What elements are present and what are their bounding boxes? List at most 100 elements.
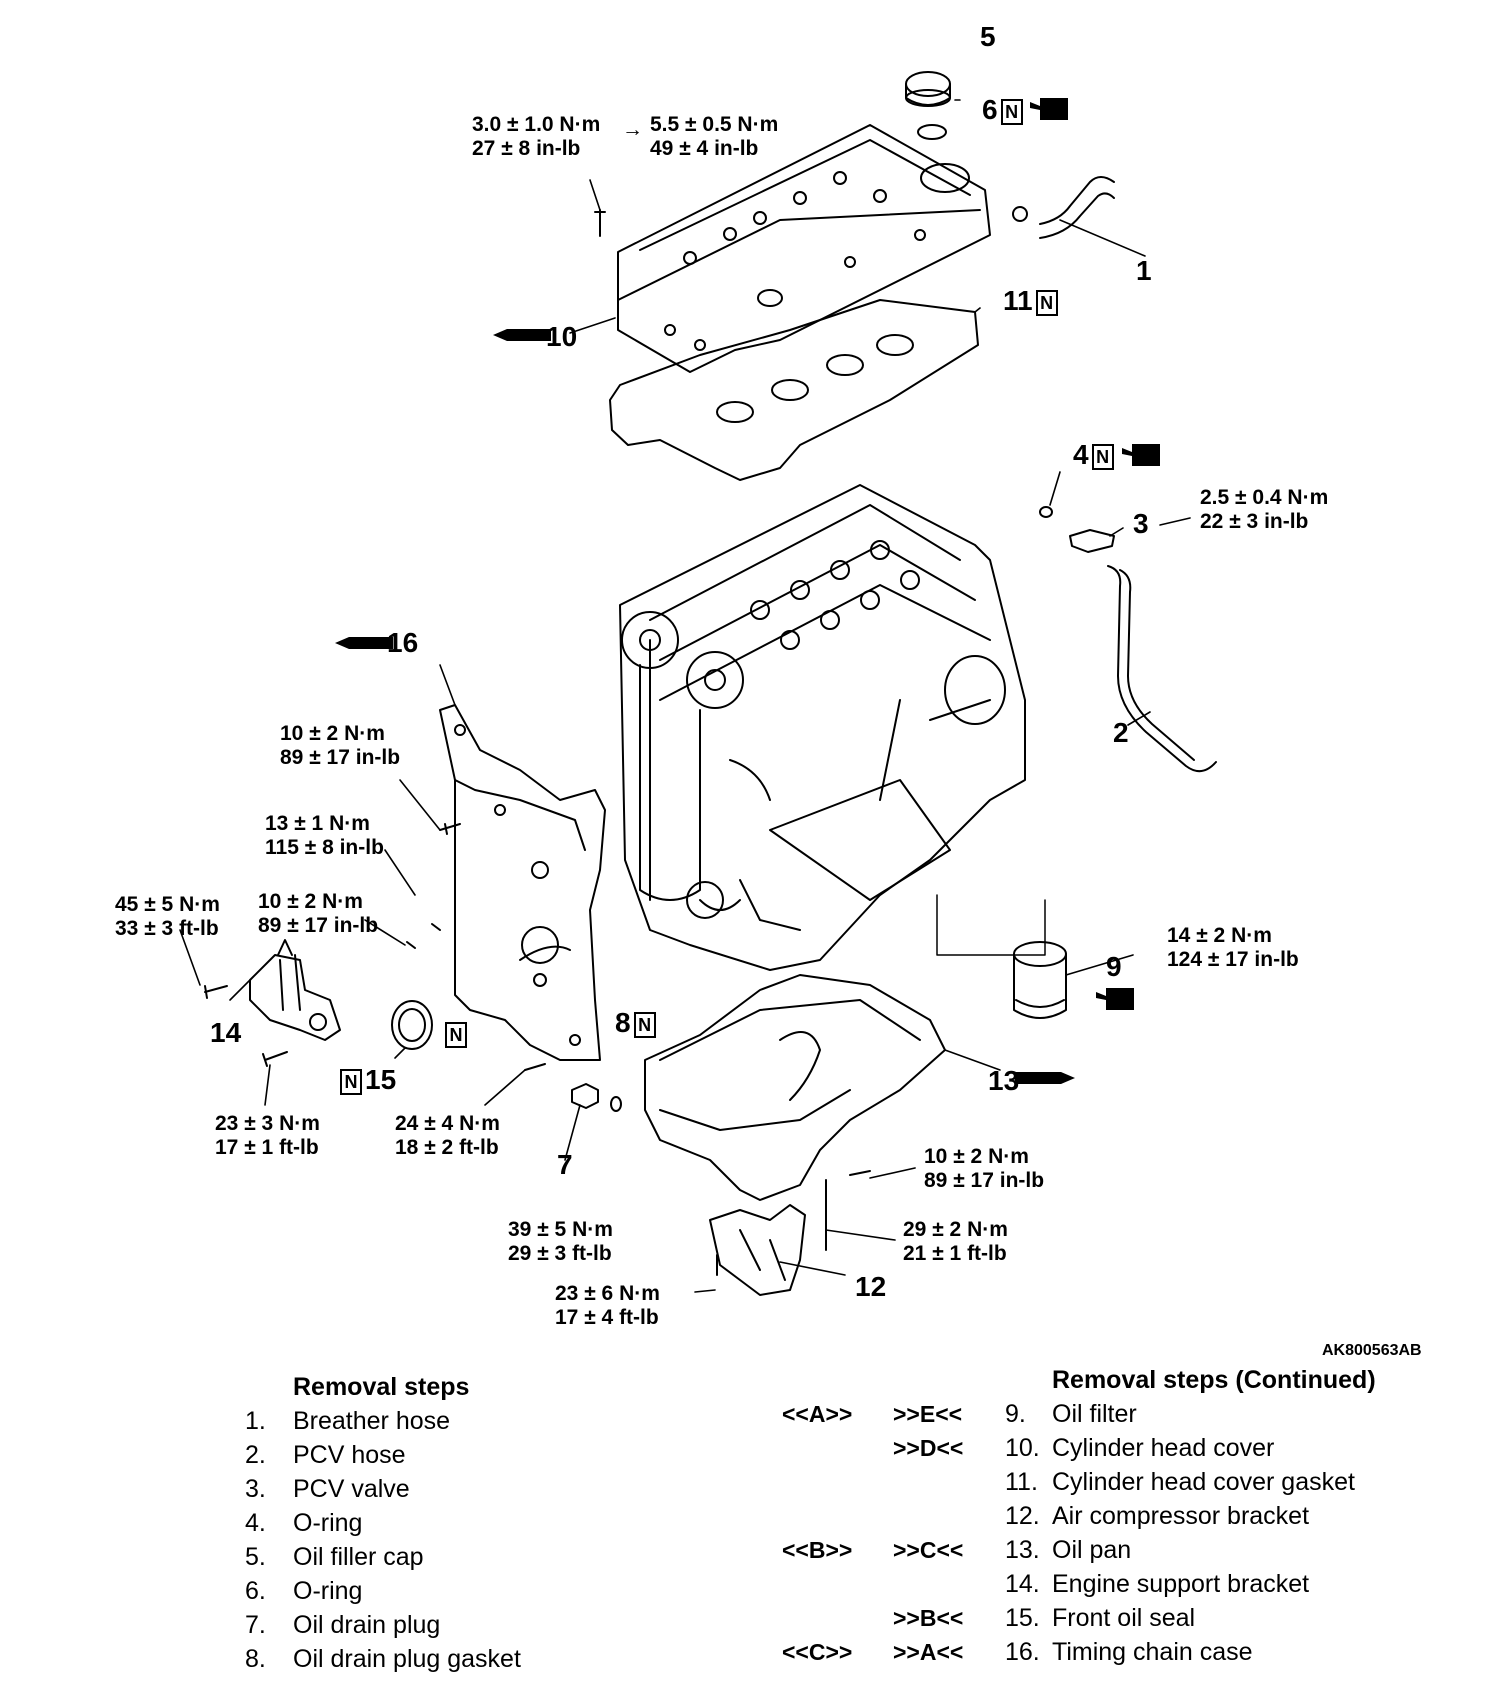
step-item: 4.O-ring xyxy=(245,1506,521,1540)
oil-filler-cap xyxy=(905,71,951,107)
torque-spec-case-upper: 10 ± 2 N·m 89 ± 17 in-lb xyxy=(280,722,400,770)
steps-heading-text: Removal steps xyxy=(293,1373,470,1401)
new-part-mark: N xyxy=(1000,98,1023,125)
callout-number: 15 xyxy=(365,1064,397,1095)
torque-spec-drain-plug: 39 ± 5 N·m 29 ± 3 ft-lb xyxy=(508,1218,613,1266)
timing-chain-case xyxy=(439,704,606,1061)
step-number: 14. xyxy=(1005,1570,1040,1598)
step-item: 7. Oil drain plug xyxy=(245,1608,521,1642)
callout-number: 11 xyxy=(1003,285,1033,316)
step-number: 5. xyxy=(245,1543,266,1571)
callout-number: 6 xyxy=(982,94,998,125)
torque-spec-case-lower: 10 ± 2 N·m 89 ± 17 in-lb xyxy=(258,890,378,938)
step-number: 13. xyxy=(1005,1536,1040,1564)
sealant-tube-icon-13 xyxy=(1015,1072,1075,1084)
sealant-tube-icons xyxy=(335,329,1075,1084)
breather-hose xyxy=(1039,176,1115,239)
torque-line: 27 ± 8 in-lb xyxy=(472,137,581,160)
callout-1: 1 xyxy=(1136,255,1152,286)
callout-16: 16 xyxy=(387,627,419,658)
step-item: 14. Engine support bracket xyxy=(1005,1567,1376,1601)
step-number: 12. xyxy=(1005,1502,1040,1530)
torque-spec-support-bracket-lower: 23 ± 3 N·m 17 ± 1 ft-lb xyxy=(215,1112,320,1160)
new-part-mark: N xyxy=(340,1068,362,1095)
torque-line: 89 ± 17 in-lb xyxy=(924,1169,1045,1192)
step-number: 2. xyxy=(245,1441,266,1469)
step-label: Oil filter xyxy=(1052,1400,1137,1428)
torque-line: 45 ± 5 N·m xyxy=(115,893,220,916)
step-label: Engine support bracket xyxy=(1052,1570,1310,1598)
step-item: 5. Oil filler cap xyxy=(245,1540,521,1574)
torque-line: 39 ± 5 N·m xyxy=(508,1218,613,1241)
new-part-mark: N xyxy=(445,1021,467,1048)
step-item: 10. Cylinder head cover xyxy=(1005,1431,1376,1465)
torque-line: 24 ± 4 N·m xyxy=(395,1112,500,1135)
pcv-hose xyxy=(1107,565,1217,773)
step-number: 7. xyxy=(245,1611,266,1639)
callout-number: 4 xyxy=(1073,439,1089,470)
step-label: Front oil seal xyxy=(1052,1604,1196,1632)
bolts xyxy=(204,209,871,1276)
torque-line: 10 ± 2 N·m xyxy=(924,1145,1029,1168)
removal-mark-13: <<B>> xyxy=(782,1537,853,1563)
torque-spec-head-cover-final: 5.5 ± 0.5 N·m 49 ± 4 in-lb xyxy=(650,113,778,161)
oil-filter xyxy=(1013,941,1067,1019)
step-item: 15.Front oil seal xyxy=(1005,1601,1376,1635)
callout-3: 3 xyxy=(1133,508,1149,539)
torque-line: 10 ± 2 N·m xyxy=(280,722,385,745)
step-item: 16.Timing chain case xyxy=(1005,1635,1376,1669)
torque-spec-case-mid: 13 ± 1 N·m 115 ± 8 in-lb xyxy=(265,812,384,860)
pcv-valve xyxy=(1069,529,1115,553)
torque-line: 115 ± 8 in-lb xyxy=(265,836,384,859)
step-number: 3. xyxy=(245,1475,266,1503)
install-mark-16: >>A<< xyxy=(893,1639,964,1665)
air-compressor-bracket xyxy=(709,1204,806,1296)
removal-mark-16: <<C>> xyxy=(782,1639,853,1665)
leader-lines xyxy=(179,99,1191,1293)
torque-line: 23 ± 3 N·m xyxy=(215,1112,320,1135)
sealant-tube-icon-10 xyxy=(493,329,551,341)
oil-drain-plug xyxy=(571,1083,599,1109)
step-number: 16. xyxy=(1005,1638,1040,1666)
torque-line: 124 ± 17 in-lb xyxy=(1167,948,1299,971)
step-label: Cylinder head cover xyxy=(1052,1434,1275,1462)
engine-support-bracket xyxy=(249,939,341,1041)
torque-spec-compressor-bracket-long: 29 ± 2 N·m 21 ± 1 ft-lb xyxy=(903,1218,1008,1266)
step-label: Oil filler cap xyxy=(293,1543,424,1571)
removal-mark-9: <<A>> xyxy=(782,1401,853,1427)
install-mark-9: >>E<< xyxy=(893,1401,963,1427)
front-oil-seal xyxy=(391,1000,433,1050)
callout-2: 2 xyxy=(1113,717,1129,748)
torque-line: 17 ± 4 ft-lb xyxy=(555,1306,659,1329)
callout-14: 14 xyxy=(210,1017,242,1048)
step-item: 2.PCV hose xyxy=(245,1438,521,1472)
step-number: 6. xyxy=(245,1577,266,1605)
gasket-rings xyxy=(716,334,914,423)
callout-9: 9 xyxy=(1106,951,1122,982)
step-label: Oil drain plug xyxy=(293,1611,441,1639)
cylinder-head-cover xyxy=(617,124,991,373)
oil-pan xyxy=(644,974,946,1201)
sealant-tube-icon-16 xyxy=(335,637,393,649)
torque-line: 10 ± 2 N·m xyxy=(258,890,363,913)
step-item: 11.Cylinder head cover gasket xyxy=(1005,1465,1376,1499)
removal-steps-left: Removal steps 1.Breather hose 2.PCV hose… xyxy=(245,1370,521,1676)
torque-line: 89 ± 17 in-lb xyxy=(280,746,401,769)
step-label: Oil drain plug gasket xyxy=(293,1645,521,1673)
install-mark-15: >>B<< xyxy=(893,1605,964,1631)
torque-spec-support-bracket-upper: 45 ± 5 N·m 33 ± 3 ft-lb xyxy=(115,893,220,941)
engine-block xyxy=(619,484,1026,971)
o-ring-4 xyxy=(1039,506,1053,518)
removal-steps-right: Removal steps (Continued) 9.Oil filter 1… xyxy=(1005,1363,1376,1669)
oil-can-icon-4 xyxy=(1122,444,1160,466)
install-mark-10: >>D<< xyxy=(893,1435,964,1461)
step-number: 4. xyxy=(245,1509,266,1537)
torque-spec-oil-pan: 10 ± 2 N·m 89 ± 17 in-lb xyxy=(924,1145,1044,1193)
oil-can-icons xyxy=(1030,98,1160,1010)
step-number: 10. xyxy=(1005,1434,1040,1462)
step-label: Breather hose xyxy=(293,1407,451,1435)
oil-drain-plug-gasket xyxy=(610,1096,622,1112)
